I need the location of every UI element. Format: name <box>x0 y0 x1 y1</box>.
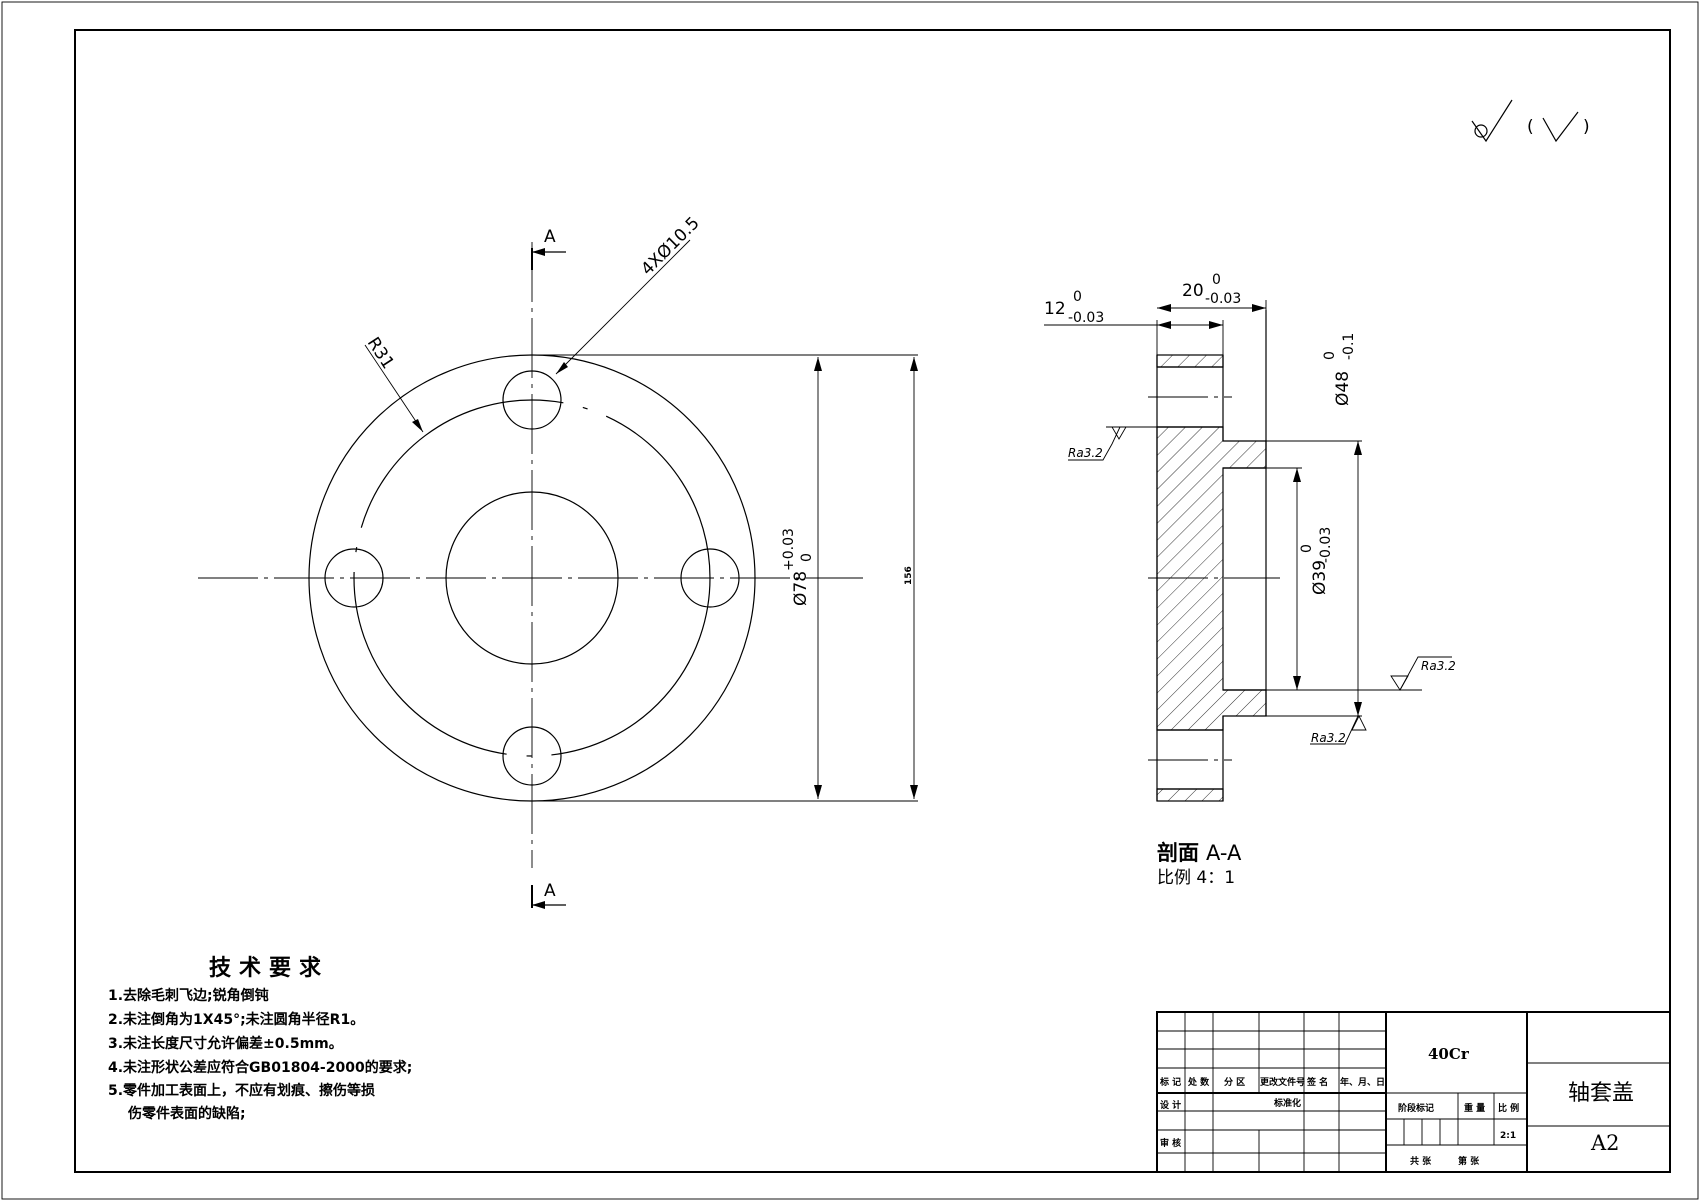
roughness-1-triangle <box>1111 426 1127 440</box>
title-block: 标 记 处 数 分 区 更改文件号 签 名 年、月、日 设 计 标准化 审 核 … <box>1156 1011 1671 1173</box>
dim-20: 20 <box>1182 281 1204 301</box>
tb-label-count: 处 数 <box>1187 1076 1210 1088</box>
bore-circle <box>445 491 619 665</box>
hole-note: 4XØ10.5 <box>637 213 703 279</box>
dim-dia78-tol-lower: 0 <box>799 553 815 562</box>
bolt-circle <box>353 399 711 757</box>
section-view: 12 0 -0.03 20 0 -0.03 Ø48 0 -0.1 Ø39 0 -… <box>1044 272 1456 888</box>
hole-leader-arrow <box>556 362 568 374</box>
tb-label-signature: 签 名 <box>1306 1076 1328 1088</box>
section-title-label: A-A <box>1206 841 1242 865</box>
general-roughness-symbol: ( ) <box>1471 99 1590 143</box>
tb-label-design: 设 计 <box>1160 1099 1181 1111</box>
roughness-2-leader <box>1399 656 1452 691</box>
tech-req-item-5: 5.零件加工表面上，不应有划痕、擦伤等损 <box>108 1082 375 1099</box>
dim-156: 156 <box>904 566 914 585</box>
dim-dia78: Ø78 <box>791 571 811 606</box>
hole-note-leader <box>555 239 691 375</box>
tb-scale: 2:1 <box>1500 1131 1516 1141</box>
tb-label-zone: 分 区 <box>1224 1076 1245 1088</box>
roughness-1-leader <box>1068 426 1121 461</box>
tb-total-sheets: 共 张 <box>1410 1155 1432 1167</box>
tb-material: 40Cr <box>1428 1045 1470 1063</box>
dim-arrow-48-bottom <box>1354 702 1362 716</box>
section-mark-bottom: A <box>544 881 556 901</box>
dim-12: 12 <box>1044 299 1066 319</box>
dim-dia78-tol-upper: +0.03 <box>781 528 797 571</box>
radius-leader <box>364 344 424 433</box>
dim-arrow-12-left <box>1157 321 1171 329</box>
hatch-body <box>1156 426 1267 731</box>
tb-sheet-no: 第 张 <box>1458 1155 1480 1167</box>
roughness-2-triangle <box>1390 675 1409 691</box>
roughness-1: Ra3.2 <box>1068 446 1103 460</box>
tb-label-standardize: 标准化 <box>1273 1097 1301 1109</box>
tb-label-mark: 标 记 <box>1159 1076 1181 1088</box>
hatch-flange-bottom <box>1156 788 1224 802</box>
tb-sheet-size: A2 <box>1590 1131 1620 1155</box>
section-mark-top: A <box>544 227 556 247</box>
tech-req-item-4: 4.未注形状公差应符合GB01804-2000的要求; <box>108 1059 412 1076</box>
bolt-hole-left <box>324 548 384 608</box>
bolt-hole-top <box>502 370 562 430</box>
dim-dia48: Ø48 <box>1333 371 1353 406</box>
dim-arrow-48-top <box>1354 441 1362 455</box>
roughness-3-triangle <box>1351 714 1367 731</box>
dim-dia39-tol-upper: 0 <box>1299 544 1315 553</box>
section-arrow-top <box>532 248 545 256</box>
tech-req-item-3: 3.未注长度尺寸允许偏差±0.5mm。 <box>108 1035 343 1052</box>
roughness-3-leader <box>1310 715 1359 745</box>
tech-requirements: 技术要求 1.去除毛刺飞边;锐角倒钝 2.未注倒角为1X45°;未注圆角半径R1… <box>108 956 412 1122</box>
tb-label-ratio: 比 例 <box>1498 1102 1519 1114</box>
section-arrow-bottom <box>532 901 545 909</box>
dim-20-tol-lower: -0.03 <box>1205 291 1241 307</box>
tb-label-stage: 阶段标记 <box>1398 1102 1434 1114</box>
dim-arrow-156-top <box>910 357 918 371</box>
dim-arrow-12-right <box>1209 321 1223 329</box>
tb-label-review: 审 核 <box>1160 1137 1181 1149</box>
bolt-hole-right <box>680 548 740 608</box>
dim-arrow-dia78-top <box>814 357 822 371</box>
dim-arrow-156-bottom <box>910 785 918 799</box>
radius-leader-arrow <box>412 419 423 432</box>
dim-arrow-39-top <box>1293 468 1301 482</box>
front-view: 4XØ10.5 R31 A A Ø78 +0.03 0 156 <box>198 213 918 909</box>
roughness-paren-close: ) <box>1583 117 1590 137</box>
dim-12-tol-upper: 0 <box>1073 289 1082 305</box>
tb-label-date: 年、月、日 <box>1340 1076 1385 1088</box>
radius-note: R31 <box>363 334 398 373</box>
dim-arrow-20-left <box>1157 304 1171 312</box>
dim-arrow-20-right <box>1252 304 1266 312</box>
dim-arrow-dia78-bottom <box>814 785 822 799</box>
roughness-3: Ra3.2 <box>1311 731 1346 745</box>
dim-arrow-39-bottom <box>1293 676 1301 690</box>
tb-label-weight: 重 量 <box>1464 1102 1485 1114</box>
roughness-paren-open: ( <box>1527 117 1534 137</box>
section-title: 剖面 <box>1157 841 1199 865</box>
tb-label-change-doc: 更改文件号 <box>1260 1076 1305 1088</box>
section-scale-note: 比例 4：1 <box>1157 868 1235 888</box>
dim-20-tol-upper: 0 <box>1212 272 1221 288</box>
tech-req-item-1: 1.去除毛刺飞边;锐角倒钝 <box>108 987 269 1004</box>
dim-dia48-tol-upper: 0 <box>1322 351 1338 360</box>
dim-dia48-tol-lower: -0.1 <box>1341 333 1357 360</box>
roughness-2: Ra3.2 <box>1421 659 1456 673</box>
hatch-flange-top <box>1156 354 1224 368</box>
drawing-frame <box>74 29 1671 1173</box>
tech-req-item-2: 2.未注倒角为1X45°;未注圆角半径R1。 <box>108 1011 364 1028</box>
tb-part-name: 轴套盖 <box>1568 1081 1634 1106</box>
tech-req-title: 技术要求 <box>209 956 329 981</box>
bolt-hole-bottom <box>502 726 562 786</box>
dim-dia39: Ø39 <box>1310 560 1330 595</box>
tech-req-item-5-cont: 伤零件表面的缺陷; <box>127 1105 246 1122</box>
dim-dia39-tol-lower: -0.03 <box>1318 527 1334 563</box>
dim-12-tol-lower: -0.03 <box>1068 310 1104 326</box>
